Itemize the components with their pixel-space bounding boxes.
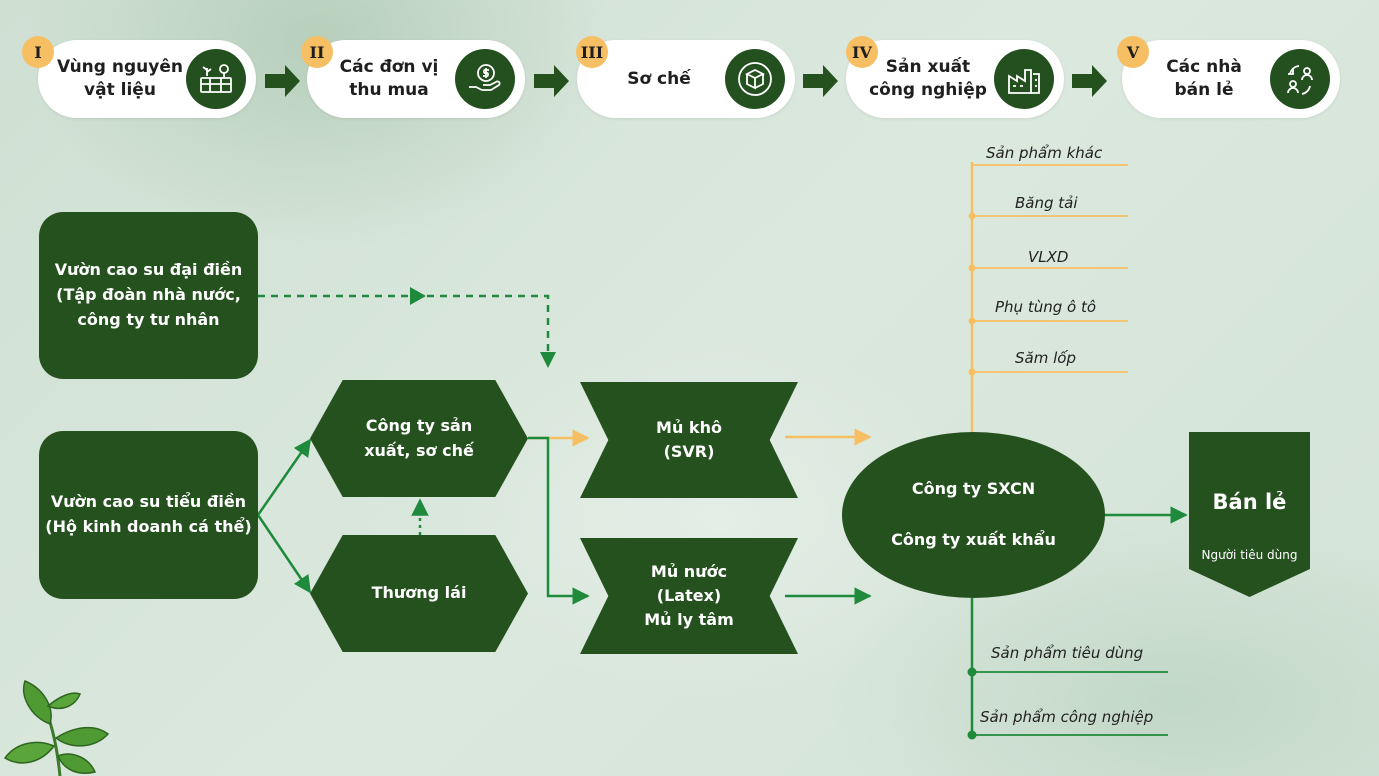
factory-icon (994, 49, 1054, 109)
dashed-arrow-right (410, 287, 426, 305)
stage-arrow-4 (1072, 65, 1107, 97)
smallholder-to-trader (256, 514, 312, 594)
output-top-1: Sản phẩm khác (986, 144, 1103, 162)
output-bottom-2: Sản phẩm công nghiệp (980, 708, 1154, 726)
stage-3-badge: III (576, 36, 608, 68)
money-hand-icon (455, 49, 515, 109)
output-tree-bottom-dots (967, 667, 977, 740)
industrial-company-node: Công ty SXCN Công ty xuất khẩu (842, 432, 1105, 598)
stage-arrow-2 (534, 65, 569, 97)
large-estate-node: Vườn cao su đại điền (Tập đoàn nhà nước,… (39, 212, 258, 379)
exchange-people-icon (1270, 49, 1330, 109)
dry-latex-node: Mủ khô (SVR) (580, 382, 798, 498)
output-top-4: Phụ tùng ô tô (995, 298, 1097, 316)
output-top-3: VLXD (1028, 248, 1069, 266)
trader-node: Thương lái (310, 535, 528, 652)
retail-node: Bán lẻ Người tiêu dùng (1189, 432, 1310, 597)
output-top-5: Săm lốp (1015, 349, 1076, 367)
liquid-latex-node: Mủ nước (Latex) Mủ ly tâm (580, 538, 798, 654)
processing-to-liquid-latex (528, 436, 590, 605)
retail-title: Bán lẻ (1212, 490, 1287, 514)
smallholder-node: Vườn cao su tiểu điền (Hộ kinh doanh cá … (39, 431, 258, 599)
stage-1-badge: I (22, 36, 54, 68)
leaf-decoration-icon (3, 679, 110, 776)
smallholder-to-processing (256, 438, 312, 516)
output-bottom-1: Sản phẩm tiêu dùng (991, 644, 1144, 662)
box-icon (725, 49, 785, 109)
output-top-2: Băng tải (1015, 194, 1078, 212)
stage-5-badge: V (1117, 36, 1149, 68)
stage-2-badge: II (301, 36, 333, 68)
plantation-icon (186, 49, 246, 109)
stage-4-badge: IV (846, 36, 878, 68)
retail-subtitle: Người tiêu dùng (1201, 548, 1298, 562)
output-tree-bottom-branches (972, 671, 1168, 736)
industrial-company-line2: Công ty xuất khẩu (891, 530, 1056, 549)
dashed-estate-connector (258, 294, 550, 368)
dashed-arrow-down (540, 352, 556, 368)
stage-arrow-1 (265, 65, 300, 97)
industrial-company-line1: Công ty SXCN (911, 479, 1036, 498)
stage-arrows (265, 65, 1107, 97)
stage-3-label: Sơ chế (627, 68, 691, 89)
output-tree-top-branches (972, 164, 1128, 373)
output-tree-top-dots (968, 212, 976, 376)
stage-arrow-3 (803, 65, 838, 97)
stage-3: Sơ chế (577, 40, 795, 118)
processing-company-node: Công ty sản xuất, sơ chế (310, 380, 528, 497)
